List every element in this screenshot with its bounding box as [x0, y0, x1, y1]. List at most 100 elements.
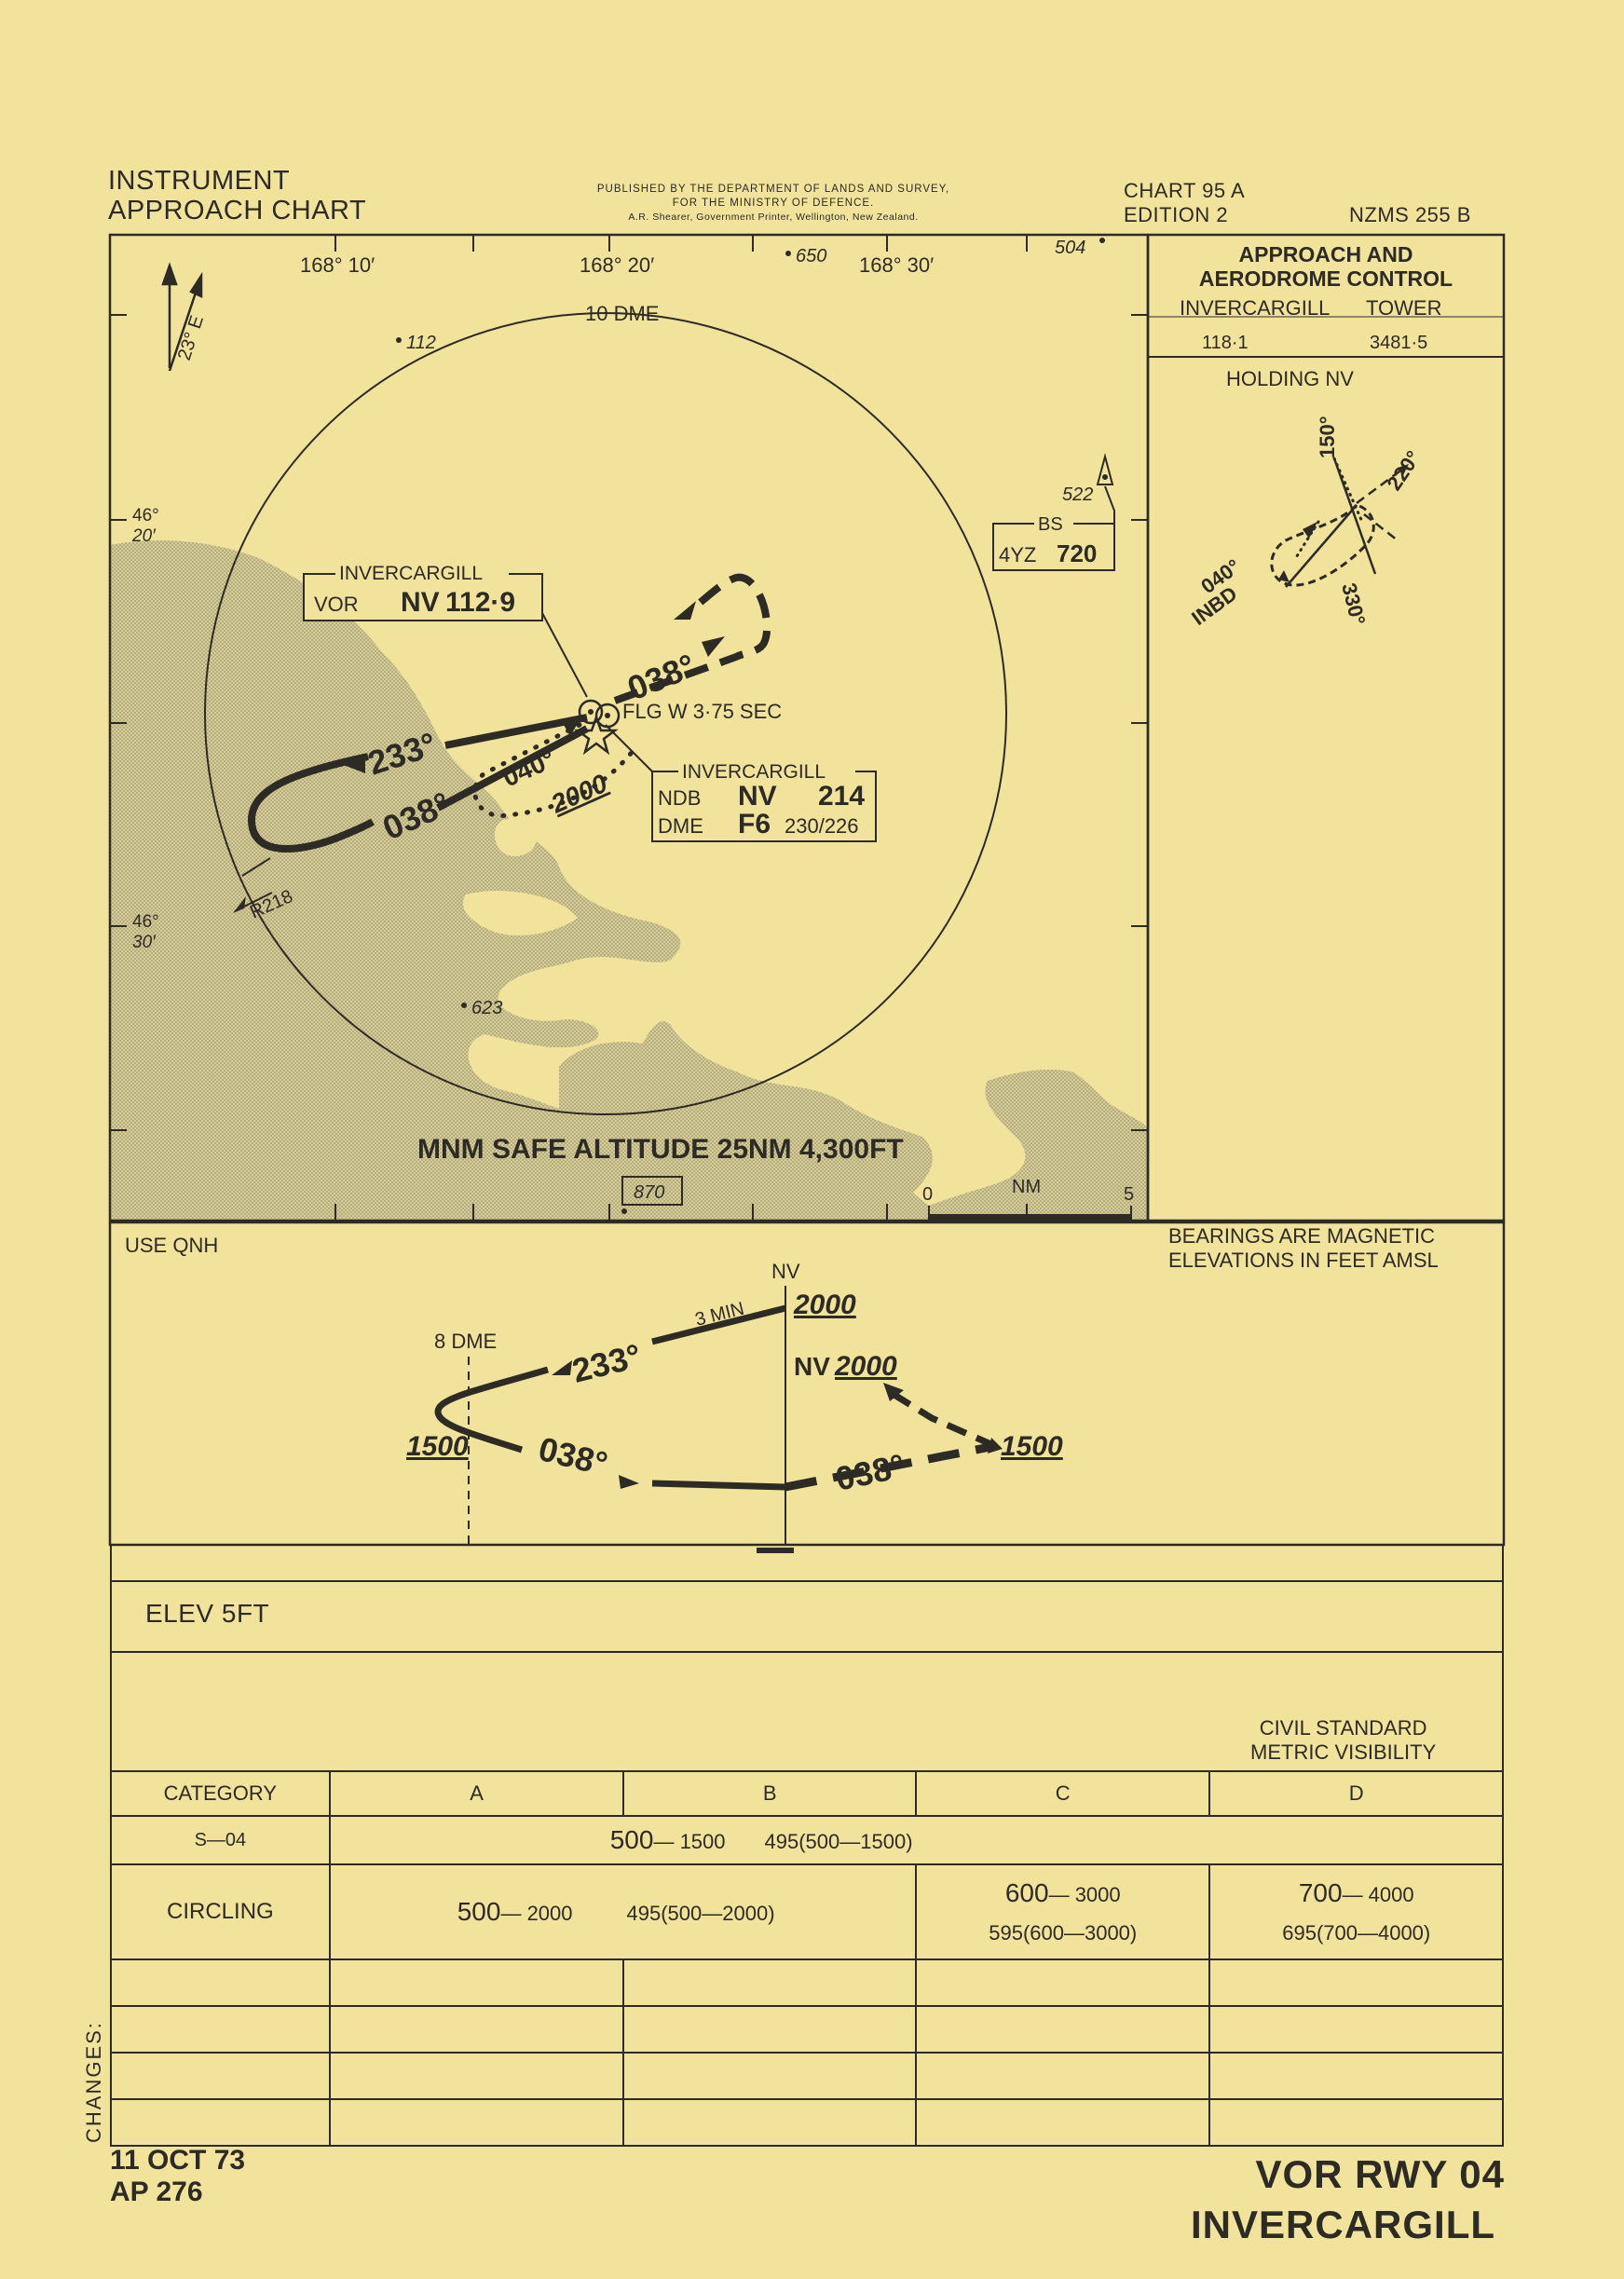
profile-alt-1500-left: 1500: [406, 1431, 469, 1462]
distance-scale-bar: [928, 1206, 1132, 1221]
holding-bearing-150: 150°: [1316, 416, 1339, 458]
profile-view: USE QNH BEARINGS ARE MAGNETIC ELEVATIONS…: [108, 1221, 1506, 1553]
aerodrome-elevation: ELEV 5FT: [145, 1599, 270, 1628]
issue-date: 11 OCT 73: [110, 2145, 246, 2176]
spot-height-650: 650: [796, 246, 826, 266]
profile-nv-alt-2000: 2000: [834, 1351, 897, 1382]
chart-edition: EDITION 2: [1124, 203, 1229, 226]
blank-row-4: [110, 2098, 1504, 2147]
elevations-note: ELEVATIONS IN FEET AMSL: [1168, 1249, 1439, 1272]
circling-c-metric: 595(600—3000): [989, 1921, 1138, 1945]
lat-label-2-deg: 46°: [132, 912, 159, 932]
aerodrome-name: INVERCARGILL: [1191, 2203, 1495, 2246]
chart-title-line2: APPROACH CHART: [108, 196, 367, 225]
comms-heading2: AERODROME CONTROL: [1199, 266, 1453, 291]
holding-title: HOLDING NV: [1226, 367, 1354, 390]
scale-unit: NM: [1012, 1177, 1041, 1197]
publisher-line1: PUBLISHED BY THE DEPARTMENT OF LANDS AND…: [596, 184, 950, 195]
scale-zero: 0: [922, 1184, 933, 1205]
changes-label: CHANGES:: [82, 2021, 105, 2143]
profile-nv-label: NV: [771, 1260, 800, 1283]
comms-freq-vhf: 118·1: [1202, 333, 1249, 353]
vor-symbol-icon: [578, 699, 604, 725]
circling-d-metric: 695(700—4000): [1282, 1921, 1431, 1945]
publisher-line3: A.R. Shearer, Government Printer, Wellin…: [628, 212, 919, 223]
use-qnh-note: USE QNH: [125, 1234, 218, 1257]
minima-header-row: CATEGORY A B C D: [110, 1770, 1504, 1817]
blank-row-2: [110, 2005, 1504, 2054]
profile-alt-1500-right: 1500: [1001, 1431, 1063, 1462]
civil-standard-line2: METRIC VISIBILITY: [1250, 1740, 1437, 1764]
spot-height-870-box: [621, 1176, 683, 1206]
lon-label-3: 168° 30′: [859, 253, 934, 277]
plan-view: 168° 10′ 168° 20′ 168° 30′ 46° 20′ 46° 3…: [108, 233, 1506, 1222]
row-s04-label: S—04: [110, 1815, 331, 1865]
spot-height-870: 870: [634, 1182, 664, 1203]
dme-ring-label: 10 DME: [585, 302, 659, 325]
bearings-note: BEARINGS ARE MAGNETIC: [1168, 1224, 1435, 1248]
col-category: CATEGORY: [110, 1770, 331, 1817]
approach-track: [233, 573, 771, 913]
north-arrow-icon: [161, 262, 203, 372]
minima-row-s04: S—04 500— 1500 495(500—1500): [110, 1815, 1505, 1865]
chart-number: CHART 95 A: [1124, 179, 1246, 202]
comms-unit2: TOWER: [1366, 296, 1441, 320]
spot-height-522: 522: [1062, 484, 1093, 505]
row-circling-label: CIRCLING: [110, 1863, 331, 1960]
lon-label-1: 168° 10′: [300, 253, 375, 277]
profile-8dme-label: 8 DME: [434, 1330, 497, 1353]
holding-pattern-diagram: [1270, 457, 1409, 588]
col-d: D: [1208, 1770, 1504, 1817]
dme-channel: 230/226: [785, 814, 859, 838]
spot-height-623: 623: [471, 998, 502, 1018]
spot-height-112: 112: [406, 333, 436, 353]
vor-frequency: 112·9: [445, 587, 515, 618]
profile-alt-2000-top: 2000: [793, 1290, 856, 1320]
minima-table: CATEGORY A B C D S—04 500— 1500 495(500—1…: [110, 1770, 1505, 2147]
profile-course-038-right: 038°: [832, 1446, 908, 1498]
land-shading: [110, 540, 1148, 1221]
lat-label-1-deg: 46°: [132, 506, 159, 525]
circling-ab-visibility: — 2000: [500, 1902, 573, 1925]
circling-d-visibility: — 4000: [1342, 1883, 1414, 1906]
vor-ident: NV: [401, 587, 440, 618]
publisher-line2: FOR THE MINISTRY OF DEFENCE.: [672, 198, 875, 209]
spot-height-504: 504: [1055, 238, 1085, 258]
vor-name: INVERCARGILL: [339, 563, 483, 584]
col-a: A: [328, 1770, 625, 1817]
s04-mda: 500: [609, 1825, 654, 1854]
blank-row-3: [110, 2052, 1504, 2100]
s04-metric: 495(500—1500): [764, 1830, 913, 1853]
aerodrome-beacon-label: FLG W 3·75 SEC: [622, 700, 782, 723]
row-s04-value: 500— 1500 495(500—1500): [328, 1815, 1505, 1865]
ndb-frequency: 214: [818, 781, 865, 812]
ndb-type: NDB: [658, 786, 701, 810]
s04-visibility: — 1500: [653, 1830, 726, 1853]
chart-title-line1: INSTRUMENT: [108, 166, 291, 196]
civil-standard-note: CIVIL STANDARD METRIC VISIBILITY: [1250, 1716, 1436, 1765]
scale-five: 5: [1124, 1184, 1134, 1205]
bs-ident: 4YZ: [999, 543, 1036, 566]
comms-freq-hf: 3481·5: [1370, 333, 1427, 353]
row-circling-c: 600— 3000 595(600—3000): [915, 1863, 1211, 1960]
profile-course-233: 233°: [568, 1336, 645, 1390]
dme-ident: F6: [738, 809, 771, 839]
lat-label-1-min: 20′: [131, 526, 157, 546]
bs-label: BS: [1038, 514, 1063, 535]
profile-course-038-left: 038°: [535, 1429, 611, 1483]
vor-type: VOR: [314, 593, 359, 616]
procedure-title: VOR RWY 04: [1255, 2152, 1505, 2196]
dme-10-ring: [204, 312, 1007, 1115]
ndb-ident: NV: [738, 781, 777, 812]
ndb-dme-info-box: [651, 771, 877, 842]
profile-track: [434, 1304, 1003, 1492]
circling-ab-metric: 495(500—2000): [626, 1902, 775, 1925]
circling-d-mda: 700: [1298, 1878, 1343, 1907]
ndb-name: INVERCARGILL: [682, 761, 826, 783]
circling-c-mda: 600: [1004, 1878, 1049, 1907]
blank-row-1: [110, 1958, 1504, 2007]
lon-label-2: 168° 20′: [580, 253, 654, 277]
civil-standard-line1: CIVIL STANDARD: [1259, 1716, 1427, 1740]
